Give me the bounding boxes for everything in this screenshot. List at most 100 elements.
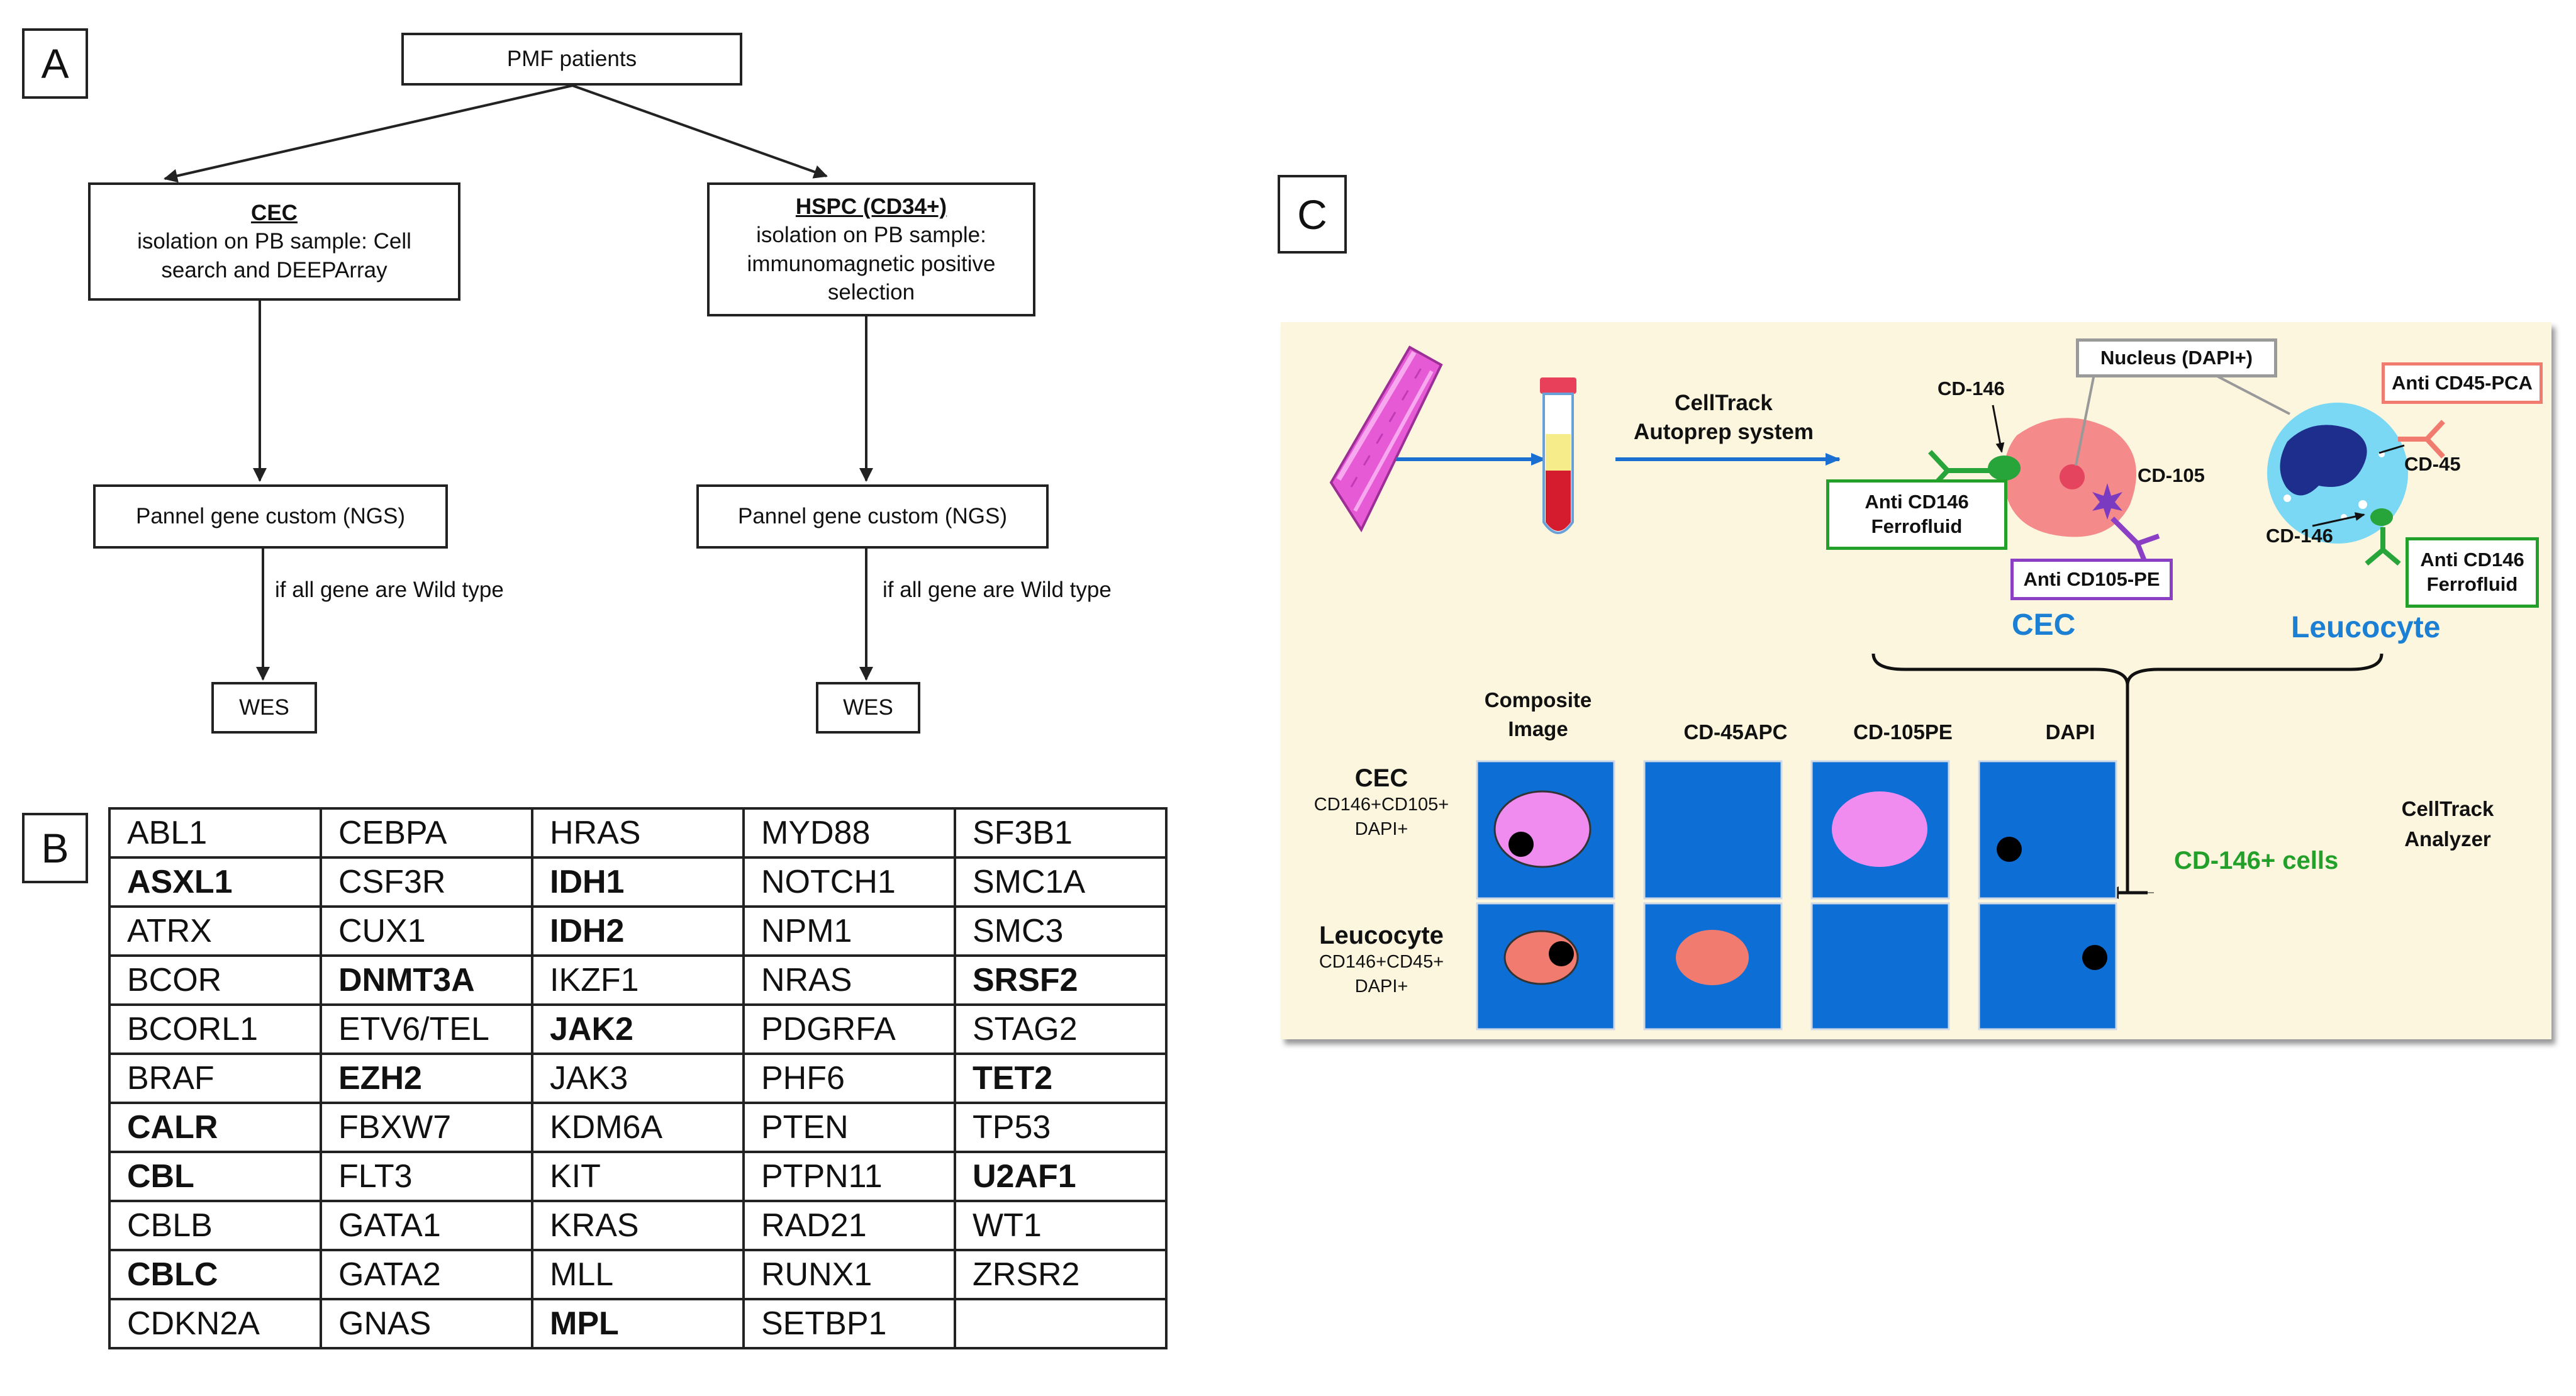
- gene-cell: SRSF2: [954, 954, 1168, 1006]
- gene-cell: CSF3R: [320, 856, 533, 908]
- flow-wes-left-box: WES: [211, 682, 317, 734]
- cec-cell-icon: [1988, 418, 2136, 537]
- row-label-cec: CEC CD146+CD105+ DAPI+: [1300, 764, 1463, 842]
- gene-cell: RAD21: [742, 1200, 956, 1251]
- gene-cell: SMC1A: [954, 856, 1168, 908]
- flow-cec-title: CEC: [251, 200, 298, 225]
- gene-cell: CBLC: [108, 1249, 322, 1300]
- cd146-label-cec: CD-146: [1938, 377, 2005, 399]
- gene-cell: ABL1: [108, 807, 322, 859]
- gene-cell: CEBPA: [320, 807, 533, 859]
- flow-hspc-box: HSPC (CD34+) isolation on PB sample: imm…: [707, 182, 1035, 316]
- arrow-root-to-hspc: [572, 84, 828, 179]
- gene-cell: STAG2: [954, 1003, 1168, 1055]
- gene-cell: PHF6: [742, 1053, 956, 1104]
- leuco-dapi-nucleus: [2082, 945, 2107, 970]
- row-label-leucocyte-name: Leucocyte: [1319, 922, 1444, 949]
- gene-cell: BCOR: [108, 954, 322, 1006]
- flow-ngs-right-box: Pannel gene custom (NGS): [696, 484, 1049, 549]
- row-label-leucocyte: Leucocyte CD146+CD45+ DAPI+: [1300, 922, 1463, 999]
- gene-cell: WT1: [954, 1200, 1168, 1251]
- anti-cd146-leuco-line1: Anti CD146: [2420, 549, 2524, 571]
- anti-cd146-leucocyte-antibody-icon: [2365, 527, 2401, 566]
- gene-cell: IKZF1: [531, 954, 745, 1006]
- anti-cd45-antibody-icon: [2398, 420, 2445, 459]
- gene-cell: CDKN2A: [108, 1298, 322, 1349]
- gene-cell: NPM1: [742, 905, 956, 957]
- nucleus-label: Nucleus (DAPI+): [2076, 338, 2277, 377]
- test-tube-icon: [1540, 377, 1576, 534]
- flow-ngs-right-label: Pannel gene custom (NGS): [738, 504, 1007, 529]
- analyzer-label-1: CellTrack: [2401, 797, 2494, 820]
- gene-cell: IDH1: [531, 856, 745, 908]
- gene-cell: MYD88: [742, 807, 956, 859]
- gene-cell: IDH2: [531, 905, 745, 957]
- row-label-cec-marker-1: CD146+CD105+: [1313, 795, 1449, 815]
- process-label-2: Autoprep system: [1634, 419, 1814, 444]
- gene-cell: GATA2: [320, 1249, 533, 1300]
- flow-condition-left: if all gene are Wild type: [275, 578, 504, 602]
- analyzer-label: CellTrack Analyzer: [2375, 794, 2520, 854]
- panel-label-b: B: [22, 813, 88, 883]
- gene-cell: PDGRFA: [742, 1003, 956, 1055]
- flow-wes-right-box: WES: [816, 682, 920, 734]
- gene-cell: MLL: [531, 1249, 745, 1300]
- flow-root-box: PMF patients: [401, 33, 742, 86]
- flow-wes-right-label: WES: [843, 695, 893, 720]
- gene-cell: KRAS: [531, 1200, 745, 1251]
- flow-hspc-title: HSPC (CD34+): [795, 194, 947, 219]
- gene-cell: CBLB: [108, 1200, 322, 1251]
- anti-cd105-box: Anti CD105-PE: [2010, 559, 2173, 600]
- flow-cec-box: CEC isolation on PB sample: Cell search …: [88, 182, 460, 301]
- cec-cell-title: CEC: [2012, 608, 2076, 642]
- flow-hspc-desc-2: immunomagnetic positive: [747, 251, 996, 276]
- column-header-cd45apc: CD-45APC: [1683, 720, 1788, 744]
- gene-cell: ASXL1: [108, 856, 322, 908]
- flow-root-label: PMF patients: [506, 47, 637, 72]
- leuco-cd45-cell: [1676, 930, 1749, 985]
- gene-cell: EZH2: [320, 1053, 533, 1104]
- gene-cell: TET2: [954, 1053, 1168, 1104]
- anti-cd146-leuco-line2: Ferrofluid: [2426, 573, 2518, 595]
- cd45-label: CD-45: [2404, 453, 2461, 475]
- gene-cell: NOTCH1: [742, 856, 956, 908]
- gene-cell: KIT: [531, 1151, 745, 1202]
- gene-cell: BRAF: [108, 1053, 322, 1104]
- flow-hspc-desc-1: isolation on PB sample:: [756, 223, 986, 247]
- cec-dapi-nucleus: [1997, 837, 2022, 862]
- flow-hspc-desc-3: selection: [827, 280, 915, 304]
- column-header-composite-2: Image: [1508, 717, 1568, 741]
- row-label-cec-marker-2: DAPI+: [1354, 819, 1408, 840]
- row-label-cec-name: CEC: [1354, 764, 1408, 792]
- gene-cell: SMC3: [954, 905, 1168, 957]
- gene-cell: DNMT3A: [320, 954, 533, 1006]
- analyzer-label-2: Analyzer: [2404, 827, 2491, 851]
- column-header-cd105pe: CD-105PE: [1853, 720, 1953, 744]
- flowchart-connectors: [164, 84, 873, 681]
- positive-cells-label: CD-146+ cells: [2174, 847, 2339, 874]
- anti-cd45-box: Anti CD45-PCA: [2382, 362, 2543, 404]
- anti-cd146-cec-line2: Ferrofluid: [1871, 515, 1963, 537]
- process-label: CellTrack Autoprep system: [1610, 389, 1837, 446]
- blood-vessel-icon: [1329, 345, 1443, 533]
- gene-cell: KDM6A: [531, 1102, 745, 1153]
- gene-cell: HRAS: [531, 807, 745, 859]
- column-header-dapi: DAPI: [2045, 720, 2095, 744]
- gene-cell: ETV6/TEL: [320, 1003, 533, 1055]
- gene-cell: PTPN11: [742, 1151, 956, 1202]
- leuco-composite-nucleus: [1549, 941, 1574, 966]
- cellsearch-graphics: [1329, 345, 2445, 1030]
- gene-cell: FBXW7: [320, 1102, 533, 1153]
- flow-cec-desc-2: search and DEEPArray: [161, 257, 388, 282]
- flow-wes-left-label: WES: [239, 695, 289, 720]
- gene-cell: TP53: [954, 1102, 1168, 1153]
- process-label-1: CellTrack: [1675, 391, 1773, 415]
- gene-cell: ZRSR2: [954, 1249, 1168, 1300]
